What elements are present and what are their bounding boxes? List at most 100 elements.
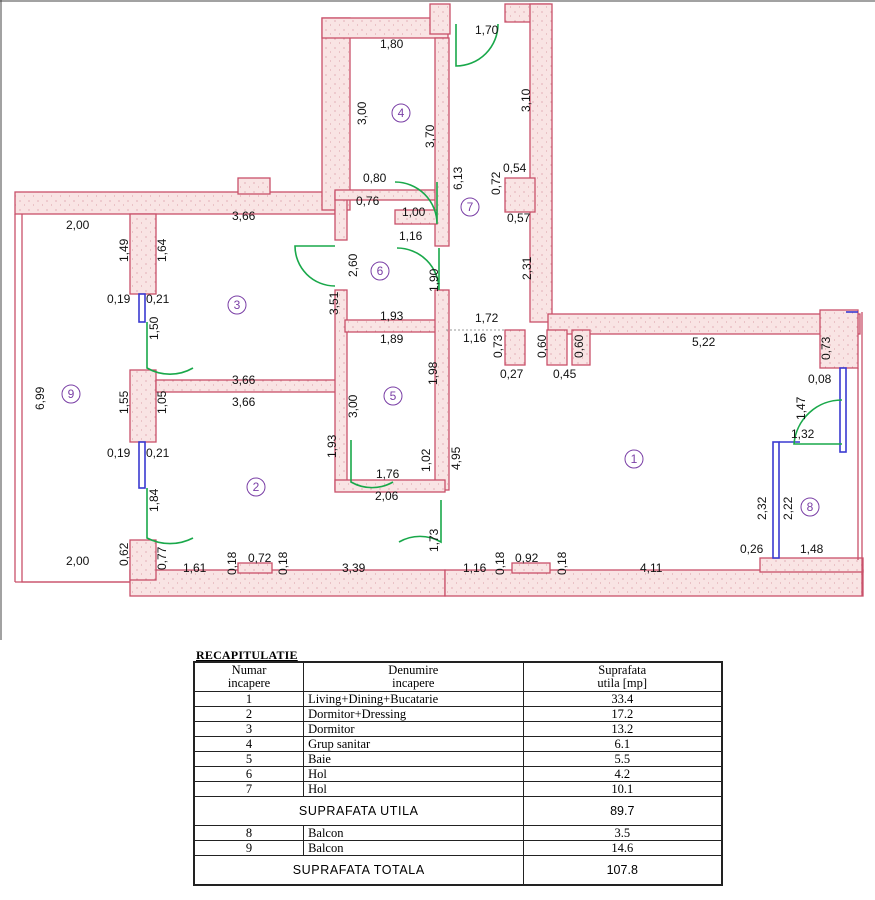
- dim-0-45: 0,45: [553, 367, 577, 381]
- doors: [146, 23, 843, 545]
- wall-tower-top: [321, 17, 449, 39]
- dim-1-90: 1,90: [427, 268, 441, 292]
- walls: [14, 3, 864, 597]
- dim-1-05: 1,05: [155, 390, 169, 414]
- floor-plan: 1 2 3 4 5 6 7 8 9 1,80 1,70 0,80 0,76 1,…: [0, 0, 875, 640]
- dim-1-02: 1,02: [419, 448, 433, 472]
- recap-cell-name: Hol: [303, 781, 524, 797]
- dim-6-13: 6,13: [451, 166, 465, 190]
- dim-1-50: 1,50: [147, 316, 161, 340]
- recap-cell-nr: 5: [193, 751, 305, 767]
- recap-cell-nr: 3: [193, 721, 305, 737]
- recap-cell-name: Dormitor: [303, 721, 524, 737]
- dim-1-16-c: 1,16: [463, 561, 487, 575]
- dim-0-57: 0,57: [507, 211, 531, 225]
- wall-left-lower: [129, 539, 157, 581]
- recap-cell-area: 4.2: [522, 766, 723, 782]
- dim-1-80: 1,80: [380, 37, 404, 51]
- room-label-3: 3: [227, 295, 247, 315]
- svg-text:8: 8: [807, 500, 814, 514]
- room-label-6: 6: [370, 261, 390, 281]
- recap-cell-name: Balcon: [303, 825, 524, 841]
- dim-0-18-d: 0,18: [555, 551, 569, 575]
- dim-1-84: 1,84: [147, 488, 161, 512]
- dim-3-66-b: 3,66: [232, 373, 256, 387]
- dim-0-73-a: 0,73: [491, 334, 505, 358]
- dim-1-55: 1,55: [117, 390, 131, 414]
- recap-title: RECAPITULATIE: [196, 648, 298, 662]
- door-room-6: [396, 247, 440, 291]
- door-room-3-balcony: [146, 322, 194, 375]
- wall-bottom-niche2: [511, 562, 551, 574]
- recap-cell-name: Hol: [303, 766, 524, 782]
- dim-1-32: 1,32: [791, 427, 815, 441]
- dim-0-18-a: 0,18: [225, 551, 239, 575]
- recap-cell-nr: 6: [193, 766, 305, 782]
- window-room-1-right: [839, 367, 847, 453]
- dim-3-70: 3,70: [423, 124, 437, 148]
- recap-cell-name: Living+Dining+Bucatarie: [303, 691, 524, 707]
- header-numar-l2: incapere: [227, 676, 271, 690]
- dim-0-18-b: 0,18: [276, 551, 290, 575]
- dim-0-76: 0,76: [356, 194, 380, 208]
- recap-cell-nr: 1: [193, 691, 305, 707]
- dim-1-48: 1,48: [800, 542, 824, 556]
- dim-3-00-b: 3,00: [346, 394, 360, 418]
- dim-3-39: 3,39: [342, 561, 366, 575]
- svg-text:3: 3: [234, 298, 241, 312]
- recap-cell-area: 13.2: [522, 721, 723, 737]
- svg-text:6: 6: [377, 264, 384, 278]
- dim-1-70: 1,70: [475, 23, 499, 37]
- wall-int-d: [434, 289, 450, 491]
- recap-cell-nr: 8: [193, 825, 305, 841]
- wall-right-corner: [819, 309, 859, 369]
- recap-cell-area: 10.1: [522, 781, 723, 797]
- dim-0-54: 0,54: [503, 161, 527, 175]
- door-room-3: [294, 245, 336, 287]
- svg-text:7: 7: [467, 200, 474, 214]
- dim-1-76: 1,76: [376, 467, 400, 481]
- wall-chimney: [237, 177, 271, 195]
- dim-2-00-b: 2,00: [66, 554, 90, 568]
- balcony-8-outline: [857, 312, 863, 596]
- dimensions-horizontal: 1,80 1,70 0,80 0,76 1,00 1,16 0,54 0,57 …: [66, 23, 832, 575]
- header-denumire-l2: incapere: [392, 676, 435, 690]
- dim-0-80: 0,80: [363, 171, 387, 185]
- wall-bottom-niche: [237, 562, 273, 574]
- balcony-9-outline: [14, 214, 130, 583]
- dim-1-61: 1,61: [183, 561, 207, 575]
- room-label-1: 1: [624, 449, 644, 469]
- dim-1-16-a: 1,16: [399, 229, 423, 243]
- recap-cell-nr: 7: [193, 781, 305, 797]
- dim-0-21-a: 0,21: [146, 292, 170, 306]
- wall-left-mid: [129, 369, 157, 443]
- room-label-9: 9: [61, 384, 81, 404]
- header-suprafata-l2: utila [mp]: [597, 676, 648, 690]
- dim-3-10: 3,10: [519, 88, 533, 112]
- recap-cell-nr: 4: [193, 736, 305, 752]
- dim-0-19-a: 0,19: [107, 292, 131, 306]
- dim-0-21-b: 0,21: [146, 446, 170, 460]
- room-label-5: 5: [383, 386, 403, 406]
- room-label-8: 8: [800, 497, 820, 517]
- dim-0-26: 0,26: [740, 542, 764, 556]
- dim-1-89: 1,89: [380, 332, 404, 346]
- wall-bottom-5: [334, 479, 446, 493]
- recap-cell-area: 6.1: [522, 736, 723, 752]
- wall-bottom-left: [129, 569, 446, 597]
- recap-cell-name: Balcon: [303, 840, 524, 856]
- wall-bottom-right: [444, 569, 864, 597]
- svg-text:9: 9: [68, 387, 75, 401]
- door-room-2: [398, 500, 442, 544]
- svg-text:2: 2: [253, 480, 260, 494]
- svg-text:1: 1: [631, 452, 638, 466]
- wall-right-top: [547, 313, 861, 335]
